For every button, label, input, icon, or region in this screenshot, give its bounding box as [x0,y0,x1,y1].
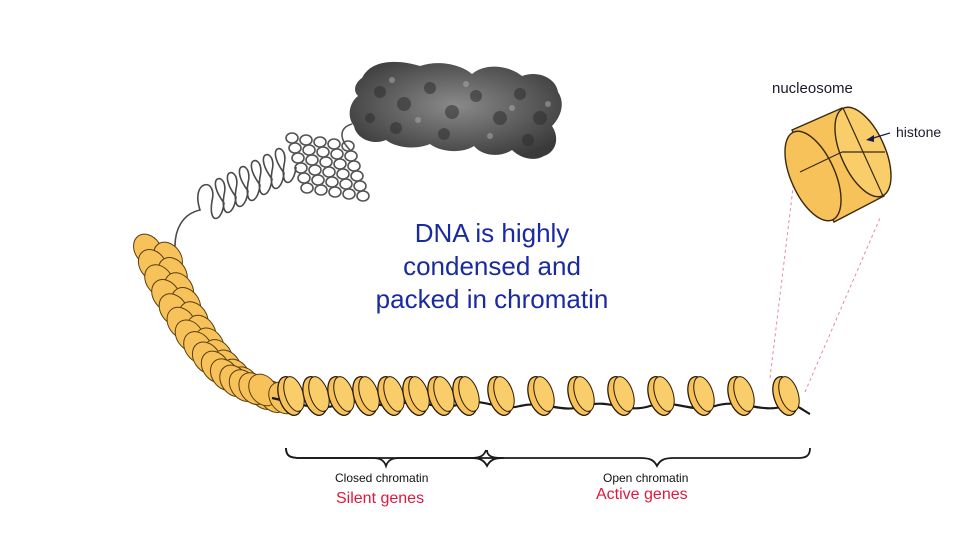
fibre-loop [314,184,328,196]
fibre-loop [319,156,333,168]
title-line-3: packed in chromatin [375,284,609,314]
active-genes-label: Active genes [596,486,688,503]
closed-chromatin-brace [285,447,505,469]
nucleosome-icon [784,106,892,223]
fibre-loop [294,162,308,174]
fibre-loop [302,144,316,156]
nucleosome-stack [133,233,299,415]
nucleosome-bead [772,376,800,416]
fibre-loop [353,180,367,192]
nucleosome-bead [487,376,515,416]
closed-chromatin-label: Closed chromatin [335,471,429,485]
nucleosome-bead [402,376,430,416]
nucleosome-bead [327,376,355,416]
fibre-loop [299,134,313,146]
nucleosome-bead [527,376,555,416]
nucleosome-bead [302,376,330,416]
fibre-loop [316,146,330,158]
chromatin-fibre-icon [285,123,370,202]
fibre-link [341,123,353,151]
nucleosome-bead [352,376,380,416]
fibre-loop [347,160,361,172]
closed-chromatin-brace-left [285,447,487,469]
silent-genes-label: Silent genes [336,490,425,507]
fibre-loop [300,182,314,194]
nucleosome-bead [277,376,305,416]
nucleosome-bead [687,376,715,416]
fibre-loop [339,178,353,190]
nucleosome-row [277,376,800,416]
fibre-loop [342,188,356,200]
fibre-loop [344,150,358,162]
title-line-2: condensed and [403,251,581,281]
nucleosome-bead [607,376,635,416]
fibre-loop [328,186,342,198]
histone-label: histone [896,124,942,140]
fibre-loop [291,152,305,164]
nucleosome-bead [452,376,480,416]
histone-arrow-icon [866,132,891,142]
fibre-loop [336,168,350,180]
dna-coil-icon [174,147,297,247]
nucleosome-bead [727,376,755,416]
fibre-loop [297,172,311,184]
nucleosome-bead [377,376,405,416]
nucleosome-bead [647,376,675,416]
fibre-loop [322,166,336,178]
fibre-loop [333,158,347,170]
open-chromatin-label: Open chromatin [603,471,689,485]
fibre-loop [356,190,370,202]
fibre-loop [313,136,327,148]
fibre-loop [305,154,319,166]
coil-path [174,147,297,247]
nucleosome-bead [567,376,595,416]
nucleosome-bead [427,376,455,416]
fibre-loop [311,174,325,186]
fibre-loop [330,148,344,160]
fibre-loop [325,176,339,188]
chromosome-icon [349,61,562,159]
title-line-1: DNA is highly [414,218,570,248]
nucleosome-label: nucleosome [772,80,853,97]
fibre-loop [288,142,302,154]
fibre-loop [285,132,299,144]
fibre-loop [308,164,322,176]
fibre-loop [350,170,364,182]
zoom-guide-line [804,217,881,393]
fibre-loop [327,138,341,150]
open-chromatin-brace [486,447,811,469]
